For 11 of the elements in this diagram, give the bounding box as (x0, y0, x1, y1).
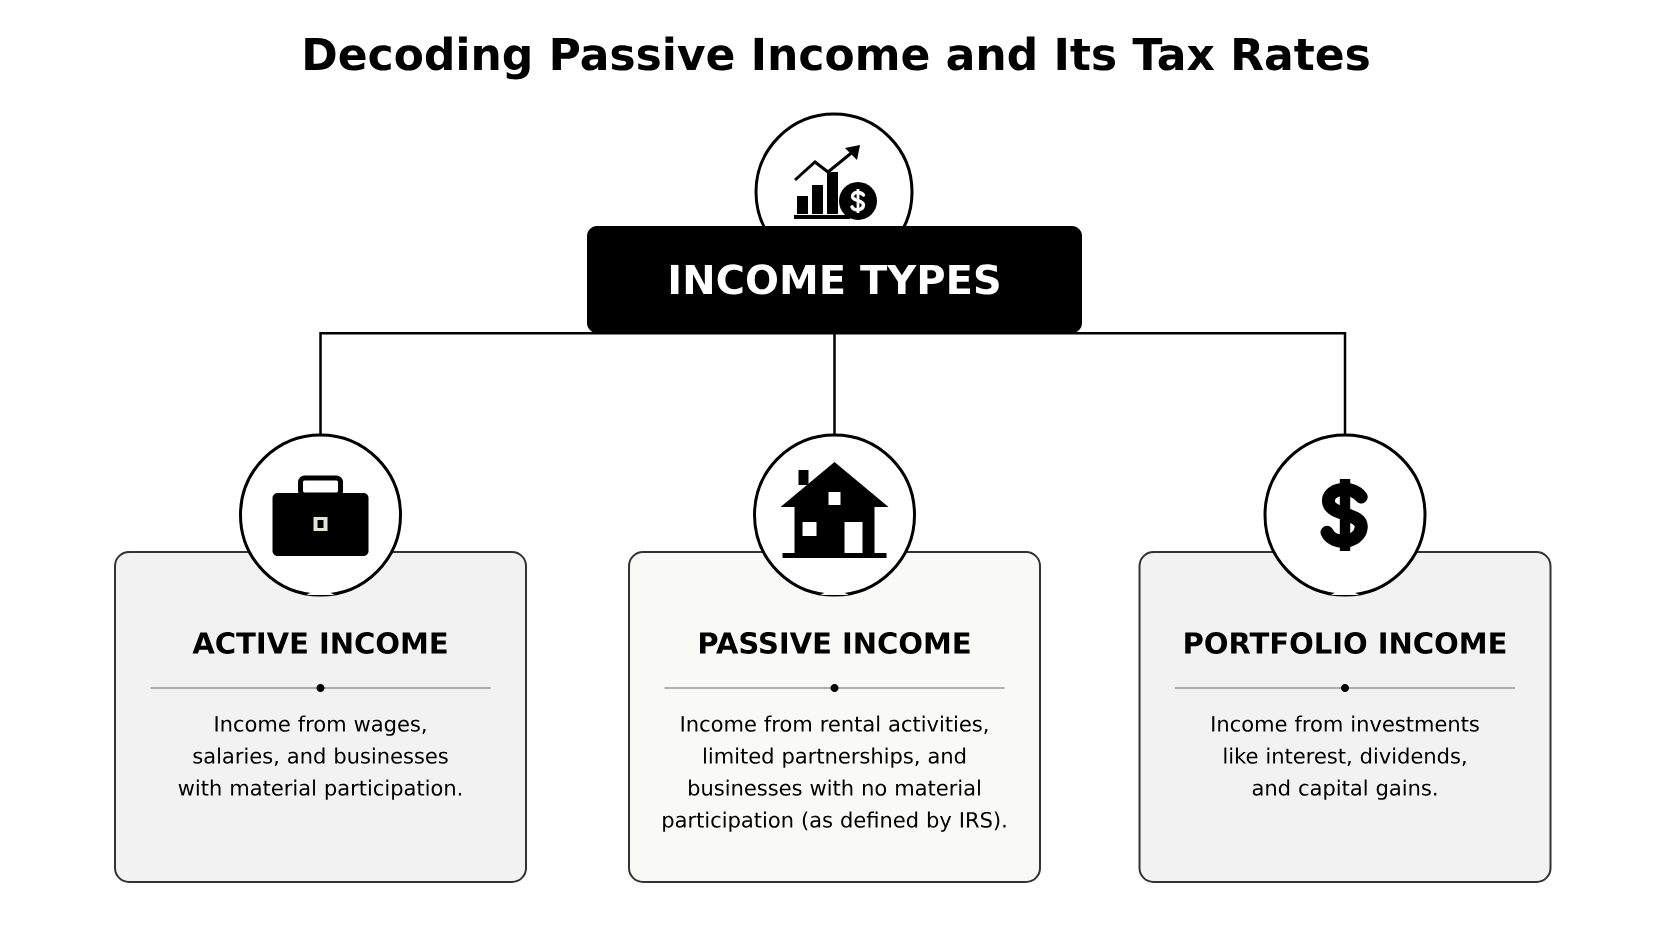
card-heading: PORTFOLIO INCOME (1185, 632, 1506, 654)
card-description: Income from rental activities, limited partnerships, and businesses with no material participation (as defined by IRS). (663, 715, 1006, 832)
connector-line (833, 333, 836, 435)
connector-line (834, 331, 1347, 435)
header-box: INCOME TYPES (587, 226, 1082, 333)
connector-line (319, 331, 835, 435)
card-description: Income from investments like interest, dividends, and capital gains. (1212, 715, 1479, 800)
card-description: Income from wages, salaries, and businesses with material participation. (178, 715, 462, 800)
title: Decoding Passive Income and Its Tax Rates (305, 36, 1369, 80)
card-heading: PASSIVE INCOME (700, 632, 970, 654)
card-heading: ACTIVE INCOME (192, 632, 447, 654)
